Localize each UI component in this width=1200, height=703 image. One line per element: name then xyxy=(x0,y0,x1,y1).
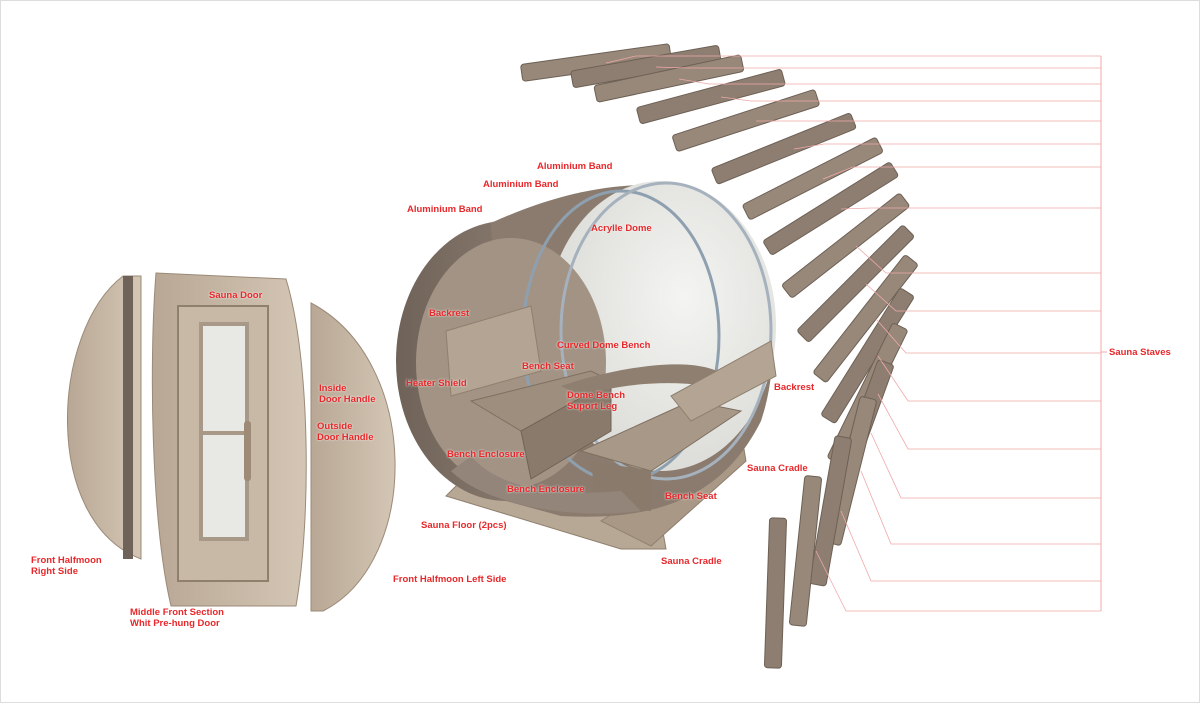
sauna-stave xyxy=(636,69,786,124)
label-line-2: Suport Leg xyxy=(567,401,618,412)
leader-line xyxy=(840,207,1101,210)
label-aluminium-band: Aluminium Band xyxy=(407,204,483,215)
label-line-1: Front Halfmoon xyxy=(31,555,102,566)
sauna-stave xyxy=(742,137,883,220)
label-line-2: Door Handle xyxy=(319,394,376,405)
aluminium-band xyxy=(559,181,773,481)
leader-lines xyxy=(605,55,1107,612)
leader-line xyxy=(605,55,1101,64)
sauna-stave xyxy=(711,112,857,185)
label-line-2: Right Side xyxy=(31,566,78,577)
halfmoon-edge xyxy=(123,276,133,559)
leader-line xyxy=(840,510,1101,582)
sauna-stave xyxy=(789,475,822,627)
label-bench-seat: Bench Seat xyxy=(522,361,574,372)
sauna-stave xyxy=(809,435,852,587)
label-curved-dome-bench: Curved Dome Bench xyxy=(557,340,651,351)
leader-line xyxy=(655,66,1101,69)
sauna-stave xyxy=(797,225,914,342)
leader-line xyxy=(860,470,1101,545)
label-aluminium-band: Aluminium Band xyxy=(483,179,559,190)
label-line-2: Door Handle xyxy=(317,432,374,443)
leader-line xyxy=(865,283,1101,312)
front-halfmoon-left-side xyxy=(310,302,396,612)
leader-line xyxy=(877,355,1101,402)
leader-line xyxy=(875,318,1101,354)
label-line-1: Outside xyxy=(317,421,353,432)
leader-line xyxy=(720,96,1101,102)
leader-line xyxy=(793,143,1101,150)
label-front-halfmoon-left: Front Halfmoon Left Side xyxy=(393,574,507,585)
sauna-floor xyxy=(451,456,641,514)
leader-line xyxy=(877,393,1101,450)
sauna-stave xyxy=(672,89,820,152)
label-bench-seat: Bench Seat xyxy=(665,491,717,502)
leader-line xyxy=(822,166,1101,180)
leader-line xyxy=(678,78,1101,85)
label-sauna-cradle: Sauna Cradle xyxy=(661,556,722,567)
label-sauna-floor: Sauna Floor (2pcs) xyxy=(421,520,507,531)
backrest-right xyxy=(670,340,777,422)
bench-seat-right xyxy=(579,400,743,472)
curved-dome-bench xyxy=(561,364,721,396)
sauna-stave xyxy=(763,162,899,255)
label-line-2: Whit Pre-hung Door xyxy=(130,618,220,629)
label-sauna-staves: Sauna Staves xyxy=(1109,347,1171,358)
label-heater-shield: Heater Shield xyxy=(406,378,467,389)
backrest xyxy=(445,305,542,397)
label-bench-enclosure: Bench Enclosure xyxy=(447,449,525,460)
leader-line xyxy=(870,432,1101,499)
label-bench-enclosure: Bench Enclosure xyxy=(507,484,585,495)
label-line-1: Dome Bench xyxy=(567,390,626,401)
label-aluminium-band: Aluminium Band xyxy=(537,161,613,172)
label-sauna-cradle: Sauna Cradle xyxy=(747,463,808,474)
leader-line xyxy=(855,245,1101,274)
label-backrest: Backrest xyxy=(774,382,815,393)
door-handle xyxy=(244,421,251,481)
label-sauna-door: Sauna Door xyxy=(209,290,263,301)
label-line-1: Inside xyxy=(319,383,347,394)
bench-enclosure xyxy=(520,380,612,480)
sauna-stave xyxy=(782,193,910,298)
label-line-1: Middle Front Section xyxy=(130,607,224,618)
label-backrest: Backrest xyxy=(429,308,470,319)
label-acrylic-dome: Acrylle Dome xyxy=(591,223,652,234)
leader-line xyxy=(815,550,1101,612)
sauna-stave xyxy=(763,517,788,669)
sauna-stave xyxy=(813,255,918,383)
sauna-stave xyxy=(593,54,744,103)
